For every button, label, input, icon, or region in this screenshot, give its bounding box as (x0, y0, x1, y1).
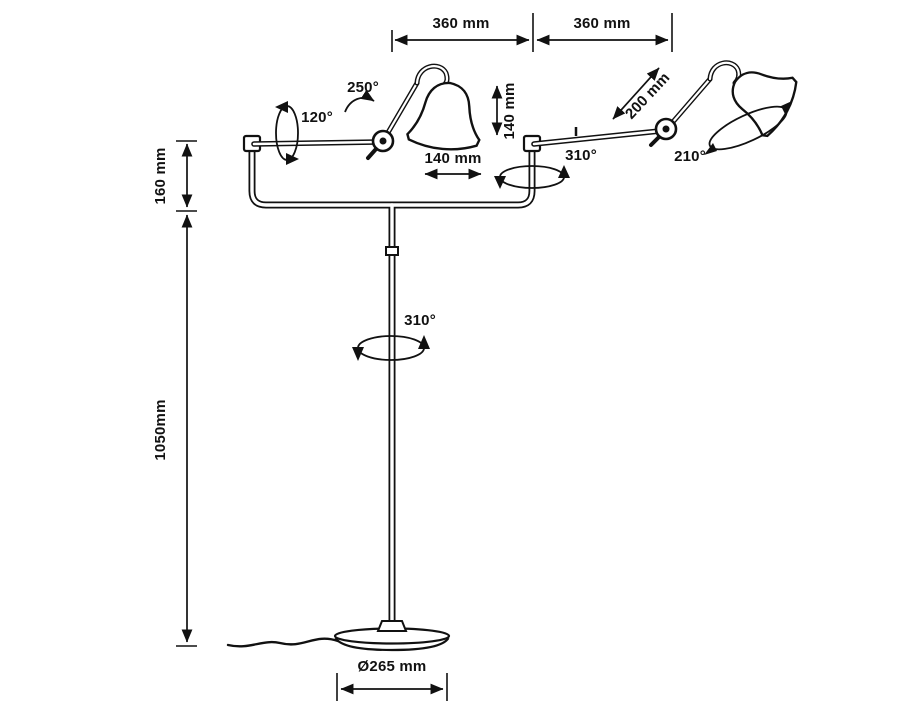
right-strut-inner (670, 77, 712, 125)
dim-arm-length-label: 200 mm (622, 69, 673, 122)
angle-shade-left-label: 250° (347, 79, 379, 96)
dim-upper-height-label: 160 mm (152, 147, 169, 204)
rotation-arrowhead-icon (558, 165, 570, 178)
angle-pole-swivel-label: 310° (404, 312, 436, 329)
right-arm-assembly (522, 52, 805, 153)
right-joint-knob (649, 135, 661, 147)
base-disc-edge (334, 637, 450, 652)
dim-base-diameter-label: Ø265 mm (358, 658, 427, 675)
left-strut-inner (384, 81, 419, 138)
left-arm-assembly (242, 63, 487, 160)
right-joint-pin (662, 125, 670, 133)
rotation-arrowhead-icon (275, 101, 288, 113)
left-shade (404, 77, 487, 155)
left-arm-tube-inner (252, 140, 380, 146)
rotation-arrow-250-icon (344, 89, 375, 113)
pole-collar (385, 246, 399, 256)
power-cable (226, 637, 340, 648)
dim-shade-width-label: 140 mm (424, 150, 481, 167)
rotation-ellipse-120-icon (275, 105, 299, 161)
base-assembly (226, 627, 451, 652)
rotation-arrowhead-icon (781, 101, 792, 114)
dim-arm-length-arrow (612, 67, 660, 120)
angle-shade-right-label: 210° (674, 148, 706, 165)
rotation-annotations: 250° 120° 310° 210° 310° (275, 79, 792, 361)
dim-span-left-label: 360 mm (432, 15, 489, 32)
lamp-drawing (226, 52, 805, 652)
left-joint-pin (379, 137, 387, 145)
right-shade (717, 52, 805, 142)
dim-shade-height-label: 140 mm (501, 82, 518, 139)
rotation-arrowhead-icon (494, 176, 506, 189)
angle-arm-left-label: 120° (301, 109, 333, 126)
rotation-arrowhead-icon (286, 153, 299, 165)
right-arm-tube-inner (532, 129, 662, 146)
rotation-arrowhead-icon (704, 143, 717, 155)
base-hub (376, 620, 408, 632)
left-joint-knob (366, 147, 378, 160)
frame-tubes (248, 143, 536, 632)
dim-pole-height-label: 1050mm (152, 399, 169, 460)
dim-span-right-label: 360 mm (573, 15, 630, 32)
rotation-arrowhead-icon (418, 335, 430, 349)
angle-swivel-right-label: 310° (565, 147, 597, 164)
rotation-arrowhead-icon (352, 347, 364, 361)
